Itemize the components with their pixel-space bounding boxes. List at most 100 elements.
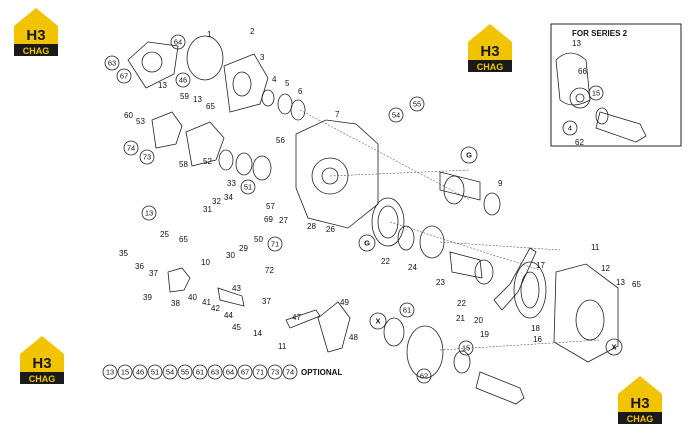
brand-logo-top-left: H3 CHAG <box>14 8 58 56</box>
optional-callout: 67 <box>237 364 253 380</box>
svg-text:G: G <box>364 239 370 248</box>
logo-chag-text: CHAG <box>627 414 654 424</box>
svg-text:X: X <box>375 317 380 326</box>
svg-text:13: 13 <box>572 39 581 48</box>
brand-logo-top-right: H3 CHAG <box>468 24 512 72</box>
svg-text:2: 2 <box>250 27 255 36</box>
circled-callouts: 64 63 67 46 74 73 51 54 55 13 71 G G X X… <box>104 34 623 384</box>
svg-text:19: 19 <box>480 330 489 339</box>
svg-text:11: 11 <box>591 243 600 252</box>
svg-text:25: 25 <box>160 230 169 239</box>
optional-callout: 74 <box>282 364 298 380</box>
svg-text:41: 41 <box>202 298 211 307</box>
svg-text:15: 15 <box>462 344 470 353</box>
optional-callout-number: 46 <box>136 368 144 377</box>
callout-71: 71 <box>267 236 283 252</box>
callout-63: 63 <box>104 55 120 71</box>
svg-text:12: 12 <box>601 264 610 273</box>
optional-callout-number: 67 <box>241 368 249 377</box>
svg-text:73: 73 <box>143 153 151 162</box>
svg-text:63: 63 <box>108 59 116 68</box>
svg-text:54: 54 <box>392 111 400 120</box>
svg-text:47: 47 <box>292 313 301 322</box>
callout-62: 62 <box>416 368 432 384</box>
svg-text:53: 53 <box>136 117 145 126</box>
callout-g2: G <box>358 234 376 252</box>
svg-text:17: 17 <box>536 261 545 270</box>
optional-label: OPTIONAL <box>301 368 342 377</box>
optional-callout: 46 <box>132 364 148 380</box>
callout-64: 64 <box>170 34 186 50</box>
svg-text:42: 42 <box>211 304 220 313</box>
optional-callout: 61 <box>192 364 208 380</box>
svg-text:71: 71 <box>271 240 279 249</box>
svg-text:60: 60 <box>124 111 133 120</box>
svg-text:18: 18 <box>531 324 540 333</box>
svg-text:30: 30 <box>226 251 235 260</box>
svg-text:65: 65 <box>179 235 188 244</box>
callout-15a: 15 <box>458 340 474 356</box>
svg-text:20: 20 <box>474 316 483 325</box>
optional-callout: 73 <box>267 364 283 380</box>
svg-text:72: 72 <box>265 266 274 275</box>
logo-chag-text: CHAG <box>29 374 56 384</box>
svg-text:13: 13 <box>193 95 202 104</box>
callout-13a: 13 <box>141 205 157 221</box>
optional-callout-number: 13 <box>106 368 114 377</box>
svg-text:32: 32 <box>212 197 221 206</box>
svg-text:G: G <box>466 151 472 160</box>
callout-g1: G <box>460 146 478 164</box>
svg-text:3: 3 <box>260 53 265 62</box>
svg-text:74: 74 <box>127 144 135 153</box>
svg-text:37: 37 <box>149 269 158 278</box>
svg-text:23: 23 <box>436 278 445 287</box>
svg-text:46: 46 <box>179 76 187 85</box>
optional-callout: 15 <box>117 364 133 380</box>
svg-text:52: 52 <box>203 157 212 166</box>
part-outlines <box>127 35 619 405</box>
svg-text:10: 10 <box>201 258 210 267</box>
svg-text:39: 39 <box>143 293 152 302</box>
svg-text:56: 56 <box>276 136 285 145</box>
logo-h3-text: H3 <box>630 395 649 412</box>
callout-55: 55 <box>409 96 425 112</box>
svg-text:40: 40 <box>188 293 197 302</box>
svg-text:28: 28 <box>307 222 316 231</box>
svg-text:X: X <box>611 343 616 352</box>
svg-text:6: 6 <box>298 87 303 96</box>
svg-text:34: 34 <box>224 193 233 202</box>
inset-series-2: FOR SERIES 2 <box>550 23 682 147</box>
svg-text:65: 65 <box>206 102 215 111</box>
optional-callout-number: 15 <box>121 368 129 377</box>
plain-callouts: 1 2 3 4 5 6 7 9 10 11 12 13 13 13 13 14 … <box>119 27 641 351</box>
svg-text:36: 36 <box>135 262 144 271</box>
callout-67: 67 <box>116 68 132 84</box>
brand-logo-bottom-right: H3 CHAG <box>618 376 662 424</box>
svg-text:9: 9 <box>498 179 503 188</box>
callout-51: 51 <box>240 179 256 195</box>
svg-text:55: 55 <box>413 100 421 109</box>
svg-text:62: 62 <box>420 372 428 381</box>
optional-callout: 55 <box>177 364 193 380</box>
svg-text:16: 16 <box>533 335 542 344</box>
callout-x1: X <box>369 312 387 330</box>
svg-text:48: 48 <box>349 333 358 342</box>
svg-text:50: 50 <box>254 235 263 244</box>
svg-text:13: 13 <box>616 278 625 287</box>
optional-callout: 63 <box>207 364 223 380</box>
svg-text:22: 22 <box>457 299 466 308</box>
svg-text:13: 13 <box>158 81 167 90</box>
svg-text:22: 22 <box>381 257 390 266</box>
callout-74a: 74 <box>123 140 139 156</box>
svg-text:38: 38 <box>171 299 180 308</box>
svg-text:4: 4 <box>568 124 572 133</box>
optional-callout: 51 <box>147 364 163 380</box>
svg-text:57: 57 <box>266 202 275 211</box>
svg-text:51: 51 <box>244 183 252 192</box>
svg-text:7: 7 <box>335 110 340 119</box>
optional-callout-number: 63 <box>211 368 219 377</box>
logo-h3-text: H3 <box>480 43 499 60</box>
brand-logo-bottom-left: H3 CHAG <box>20 336 64 384</box>
